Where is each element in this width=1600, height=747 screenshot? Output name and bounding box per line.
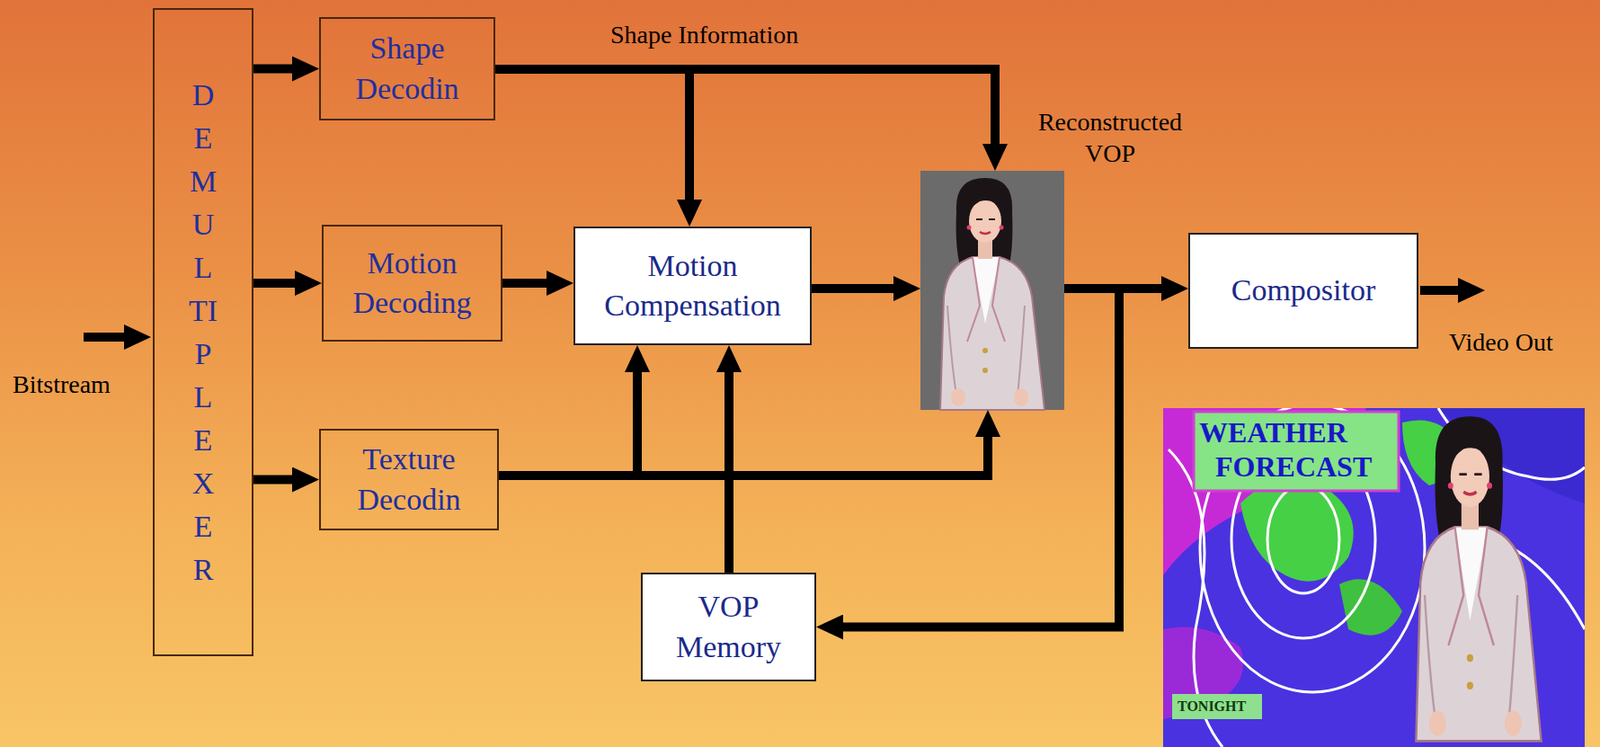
box-label: Compositor [1231, 270, 1377, 311]
decoder-box: Shape Decodin [319, 17, 496, 121]
connector-arrow [253, 64, 297, 74]
object-heading: Reconstructed VOP [1024, 106, 1196, 169]
box-label: Motion Compensation [580, 246, 805, 326]
vop-photo [920, 170, 1065, 410]
video-object-plane: Reconstructed VOP [920, 170, 1065, 410]
box-label: Motion Decoding [328, 243, 496, 323]
caption-patch [1172, 693, 1263, 720]
connector-arrow [724, 367, 734, 573]
scene-title: FORECAST [1215, 449, 1372, 484]
title-panel [1193, 411, 1399, 491]
connector-arrow [498, 432, 988, 476]
connector-arrow [495, 69, 996, 149]
signal-label: Bitstream [12, 369, 111, 400]
input-arrow [83, 332, 129, 342]
scene-caption: TONIGHT [1177, 697, 1246, 715]
box-label: Texture Decodin [326, 439, 492, 519]
weather-scene [1163, 408, 1585, 747]
connector-arrow [253, 278, 300, 288]
connector-arrow [838, 288, 1120, 628]
connector-arrow [498, 367, 638, 476]
signal-label: Video Out [1448, 327, 1554, 358]
process-box: Compositor [1188, 232, 1419, 349]
process-box: Motion Compensation [573, 226, 812, 346]
output-arrow [1420, 285, 1463, 295]
memory-box: VOP Memory [640, 572, 817, 682]
box-label: Shape Decodin [326, 28, 489, 108]
decoder-box: Texture Decodin [319, 428, 499, 531]
connector-arrow [502, 278, 552, 288]
scene-title: WEATHER [1199, 415, 1348, 450]
land-area [1240, 479, 1354, 581]
isobar-lines [1168, 408, 1585, 747]
decoder-box: Motion Decoding [321, 224, 503, 342]
connector-arrow [811, 284, 898, 294]
box-label: DEMULTIPLEXER [186, 73, 220, 592]
connector-arrow [495, 69, 690, 205]
edge-label: Shape Information [610, 19, 799, 51]
land-area [1339, 578, 1403, 635]
demultiplexer-box: DEMULTIPLEXER [152, 8, 254, 657]
box-label: VOP Memory [648, 586, 809, 667]
connector-arrow [253, 475, 297, 485]
presenter-figure [940, 177, 1045, 410]
presenter-figure [1415, 416, 1541, 741]
map-ground [1163, 408, 1585, 747]
photo-ground [920, 170, 1065, 410]
